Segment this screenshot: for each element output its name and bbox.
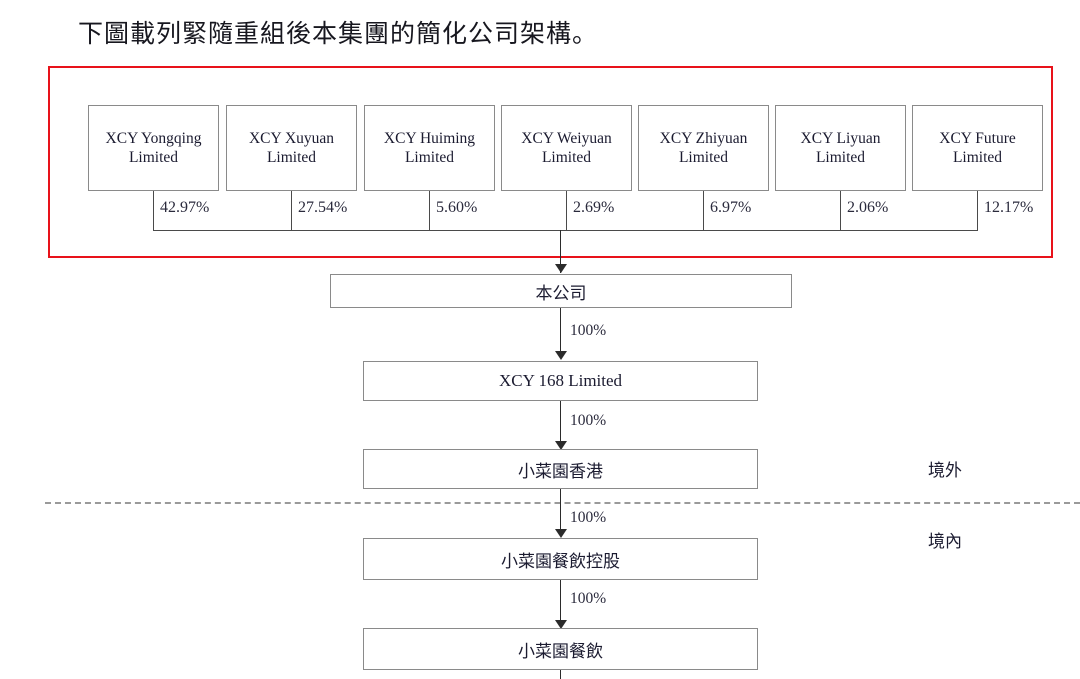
shareholder-box-3: XCY Huiming Limited: [364, 105, 495, 191]
connector-drop-5: [703, 191, 704, 231]
connector-drop-1: [153, 191, 154, 231]
percent-company-to-xcy168: 100%: [570, 322, 607, 339]
jurisdiction-divider: [45, 502, 1080, 504]
shareholder-box-7: XCY Future Limited: [912, 105, 1043, 191]
shareholder-box-1: XCY Yongqing Limited: [88, 105, 219, 191]
shareholder-name: XCY Zhiyuan Limited: [659, 130, 748, 166]
shareholder-name: XCY Yongqing Limited: [105, 130, 202, 166]
entity-name: 本公司: [535, 283, 587, 303]
shareholder-percent-1: 42.97%: [160, 199, 210, 216]
shareholder-name: XCY Liyuan Limited: [800, 130, 881, 166]
connector-rail-3: [429, 230, 566, 231]
percent-holding-to-catering: 100%: [570, 590, 607, 607]
shareholder-name: XCY Future Limited: [939, 130, 1016, 166]
shareholder-name: XCY Weiyuan Limited: [521, 130, 612, 166]
connector-rail-4: [566, 230, 703, 231]
arrowhead-hk: [555, 441, 567, 450]
label-onshore: 境內: [928, 532, 962, 551]
shareholder-name: XCY Xuyuan Limited: [248, 130, 335, 166]
shareholder-percent-4: 2.69%: [573, 199, 615, 216]
arrowhead-to-company: [555, 264, 567, 273]
shareholder-name: XCY Huiming Limited: [383, 130, 476, 166]
percent-hk-to-holding: 100%: [570, 509, 607, 526]
shareholder-percent-7: 12.17%: [984, 199, 1034, 216]
entity-box-catering-holding: 小菜園餐飲控股: [363, 538, 758, 580]
connector-rail-1: [153, 230, 291, 231]
shareholder-percent-2: 27.54%: [298, 199, 348, 216]
highlight-frame: [48, 66, 1053, 258]
shareholder-box-2: XCY Xuyuan Limited: [226, 105, 357, 191]
entity-box-xcy168: XCY 168 Limited: [363, 361, 758, 401]
trunk-to-company: [560, 230, 562, 273]
trunk-xcy168-to-hk: [560, 401, 562, 445]
shareholder-percent-3: 5.60%: [436, 199, 478, 216]
connector-rail-6: [840, 230, 977, 231]
entity-box-hongkong: 小菜園香港: [363, 449, 758, 489]
entity-box-company: 本公司: [330, 274, 792, 308]
connector-drop-6: [840, 191, 841, 231]
shareholder-box-5: XCY Zhiyuan Limited: [638, 105, 769, 191]
arrowhead-xcy168: [555, 351, 567, 360]
trunk-catering-downward: [560, 670, 562, 679]
shareholder-percent-5: 6.97%: [710, 199, 752, 216]
entity-name: 小菜園餐飲: [518, 641, 603, 661]
entity-name: 小菜園餐飲控股: [501, 551, 620, 571]
entity-box-catering: 小菜園餐飲: [363, 628, 758, 670]
shareholder-box-4: XCY Weiyuan Limited: [501, 105, 632, 191]
page-title: 下圖載列緊隨重組後本集團的簡化公司架構。: [78, 21, 599, 48]
arrowhead-holding: [555, 529, 567, 538]
connector-drop-7: [977, 191, 978, 231]
connector-rail-5: [703, 230, 840, 231]
entity-name: XCY 168 Limited: [498, 371, 623, 390]
shareholder-box-6: XCY Liyuan Limited: [775, 105, 906, 191]
trunk-company-to-xcy168: [560, 308, 562, 355]
percent-xcy168-to-hk: 100%: [570, 412, 607, 429]
connector-drop-3: [429, 191, 430, 231]
shareholder-percent-6: 2.06%: [847, 199, 889, 216]
label-offshore: 境外: [928, 461, 962, 480]
arrowhead-catering: [555, 620, 567, 629]
trunk-hk-to-holding: [560, 489, 562, 533]
connector-drop-2: [291, 191, 292, 231]
trunk-holding-to-catering: [560, 580, 562, 624]
connector-rail-2: [291, 230, 429, 231]
entity-name: 小菜園香港: [518, 461, 603, 481]
connector-drop-4: [566, 191, 567, 231]
